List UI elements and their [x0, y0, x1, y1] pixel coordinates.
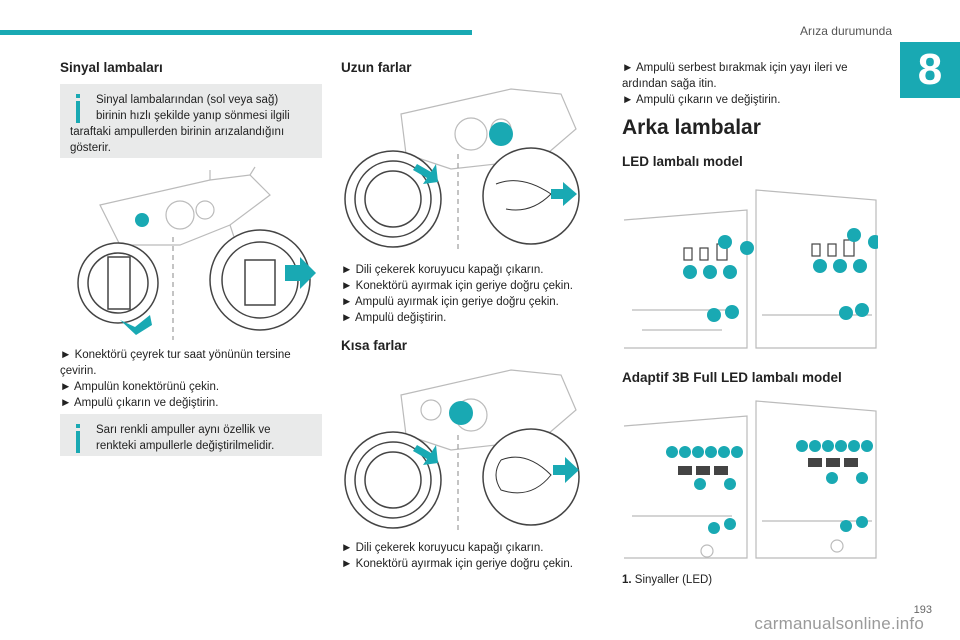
high-beam-title: Uzun farlar [341, 60, 412, 75]
page-number: 193 [913, 604, 932, 616]
low-beam-step-1: ► Dili çekerek koruyucu kapağı çıkarın. [341, 542, 544, 554]
info-text-amber: Sarı renkli ampuller aynı özellik ve ren… [96, 424, 275, 452]
bulb-step-1: ► Ampulü serbest bırakmak için yayı iler… [622, 62, 848, 90]
legend-item-1: 1. Sinyaller (LED) [622, 572, 872, 588]
legend-text: Sinyaller (LED) [634, 574, 713, 586]
high-beam-step-1: ► Dili çekerek koruyucu kapağı çıkarın. [341, 264, 544, 276]
led-rear-illustration [622, 180, 878, 350]
info-icon [70, 424, 86, 454]
low-beam-title: Kısa farlar [341, 338, 408, 353]
header-accent-bar [0, 30, 472, 35]
signal-step-3: ► Ampulü çıkarın ve değiştirin. [60, 397, 219, 409]
signal-lamps-title: Sinyal lambaları [60, 60, 163, 75]
high-beam-step-4: ► Ampulü değiştirin. [341, 312, 447, 324]
low-beam-steps: ► Dili çekerek koruyucu kapağı çıkarın. … [341, 540, 601, 572]
bulb-steps: ► Ampulü serbest bırakmak için yayı iler… [622, 60, 872, 108]
high-beam-step-2: ► Konektörü ayırmak için geriye doğru çe… [341, 280, 573, 292]
led-model-title: LED lambalı model [622, 154, 743, 169]
adaptive-model-title: Adaptif 3B Full LED lambalı model [622, 370, 842, 385]
low-beam-step-2: ► Konektörü ayırmak için geriye doğru çe… [341, 558, 573, 570]
chapter-badge: 8 [900, 42, 960, 98]
adaptive-rear-illustration [622, 396, 878, 561]
rear-lamps-title: Arka lambalar [622, 116, 761, 139]
signal-step-1: ► Konektörü çeyrek tur saat yönünün ters… [60, 349, 291, 377]
high-beam-step-3: ► Ampulü ayırmak için geriye doğru çekin… [341, 296, 559, 308]
info-box-amber: Sarı renkli ampuller aynı özellik ve ren… [60, 414, 322, 456]
watermark: carmanualsonline.info [754, 614, 924, 633]
info-box-signal: Sinyal lambalarından (sol veya sağ) biri… [60, 84, 322, 158]
bulb-step-2: ► Ampulü çıkarın ve değiştirin. [622, 94, 781, 106]
info-text-signal: Sinyal lambalarından (sol veya sağ) biri… [70, 94, 290, 154]
signal-lamp-illustration [60, 165, 322, 345]
high-beam-steps: ► Dili çekerek koruyucu kapağı çıkarın. … [341, 262, 591, 326]
signal-steps: ► Konektörü çeyrek tur saat yönünün ters… [60, 347, 322, 411]
high-beam-illustration [341, 84, 591, 254]
section-title: Arıza durumunda [799, 24, 892, 38]
low-beam-illustration [341, 365, 591, 535]
legend-number: 1. [622, 574, 632, 586]
signal-step-2: ► Ampulün konektörünü çekin. [60, 381, 220, 393]
info-icon [70, 94, 86, 124]
